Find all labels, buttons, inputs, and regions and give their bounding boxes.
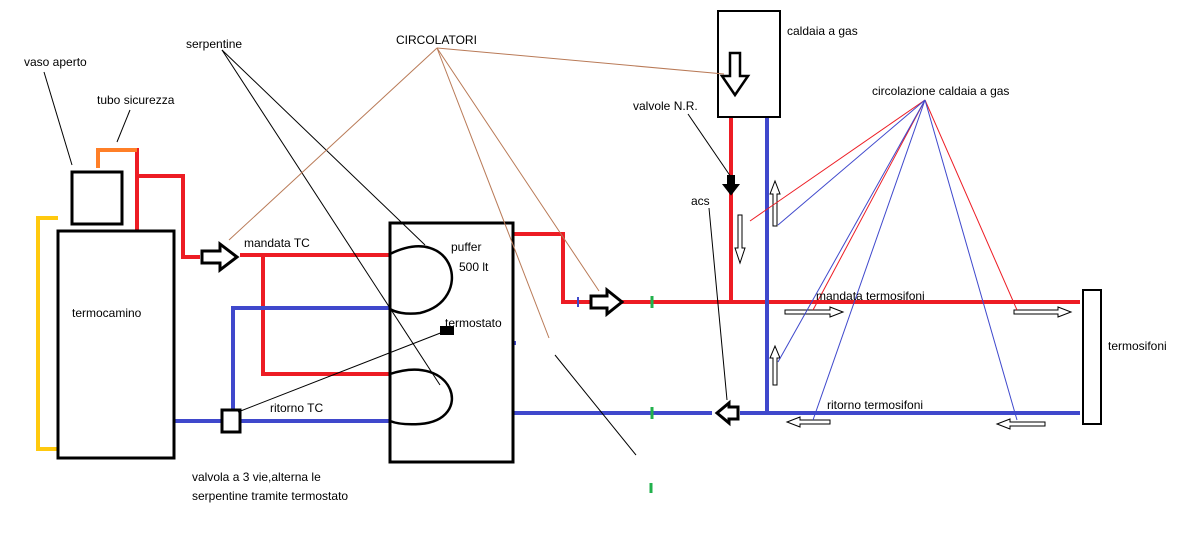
leader-termostato [237,331,444,413]
termocamino-box [56,229,176,460]
flow-markers [649,296,654,493]
black-leaders [43,49,732,456]
leader-circ-blue-3 [812,99,926,421]
termosifoni-box [1082,289,1102,425]
leader-circolatori-3 [436,47,600,292]
vaso-aperto-box [70,170,124,226]
down-arrow-icon [734,214,746,265]
red-leaders [749,99,1018,311]
label-puffer: puffer [451,240,481,254]
label-caldaia-a-gas: caldaia a gas [787,24,858,38]
left-arrow-icon [995,418,1046,430]
label-termosifoni: termosifoni [1108,339,1167,353]
leader-circ-blue-4 [924,99,1018,421]
leader-serpentine-2 [221,49,441,386]
check-valve-caldaia-icon [721,175,741,196]
label-termostato: termostato [445,316,502,330]
valvola-3-vie [220,408,242,434]
leader-serpentine-1 [221,49,426,246]
supply-pipe-puffer-out [513,232,590,304]
label-ritorno-tc: ritorno TC [270,401,323,415]
blue-leaders [777,99,1018,421]
leader-tubo-sicurezza [116,109,131,143]
leader-circ-blue-1 [777,99,926,226]
label-serpentine: serpentine [186,37,242,51]
label-acs: acs [691,194,710,208]
label-tubo-sicurezza: tubo sicurezza [97,93,175,107]
puffer-box [388,221,515,464]
flow-direction-arrows [734,179,1073,430]
leader-circolatori-4 [436,47,725,75]
label-mandata-termosifoni: mandata termosifoni [816,289,925,303]
label-valvola-line1: valvola a 3 vie,alterna le [192,470,321,484]
lower-serpentine-coil [389,368,453,426]
leader-circolatori-1 [228,47,438,241]
leader-circ-red-1 [749,99,926,222]
label-ritorno-termosifoni: ritorno termosifoni [827,398,923,412]
label-vaso-aperto: vaso aperto [24,55,87,69]
pump-caldaia-arrow-icon [719,51,751,98]
pump-mandata-termosifoni-arrow-icon [589,286,625,318]
leader-circolatori-2 [436,47,550,339]
supply-pipe-vertical [261,255,390,376]
safety-pipe [96,148,137,168]
label-circolazione-caldaia: circolazione caldaia a gas [872,84,1009,98]
leader-circ-red-2 [924,99,1018,311]
left-arrow-icon [785,416,831,428]
check-valve-return-icon [714,399,740,427]
label-valvole-nr: valvole N.R. [633,99,698,113]
supply-pipe-tc-out [137,174,200,259]
leader-valvola-bottom [554,354,637,456]
leader-valvole-nr [687,113,732,178]
label-termocamino: termocamino [72,306,142,320]
termostato-sensor [440,326,454,335]
brown-leaders [228,47,725,339]
label-valvola-line2: serpentine tramite termostato [192,489,348,503]
return-pipe-upper-coil [231,306,390,412]
label-puffer-size: 500 lt [459,260,489,274]
caldaia-box [717,10,781,118]
right-arrow-icon [784,306,845,318]
pump-mandata-tc-arrow-icon [200,240,240,274]
leader-vaso-aperto [43,71,73,166]
leader-circ-blue-2 [777,99,926,363]
supply-pipes [135,117,1080,376]
leader-circ-red-3 [812,99,926,311]
up-arrow-icon [769,344,781,386]
return-pipes [173,117,1080,423]
upper-serpentine-coil [389,245,454,315]
expansion-loop [36,216,58,451]
leader-acs [708,207,728,401]
label-circolatori: CIRCOLATORI [396,33,477,47]
label-mandata-tc: mandata TC [244,236,310,250]
right-arrow-icon [1013,306,1073,318]
